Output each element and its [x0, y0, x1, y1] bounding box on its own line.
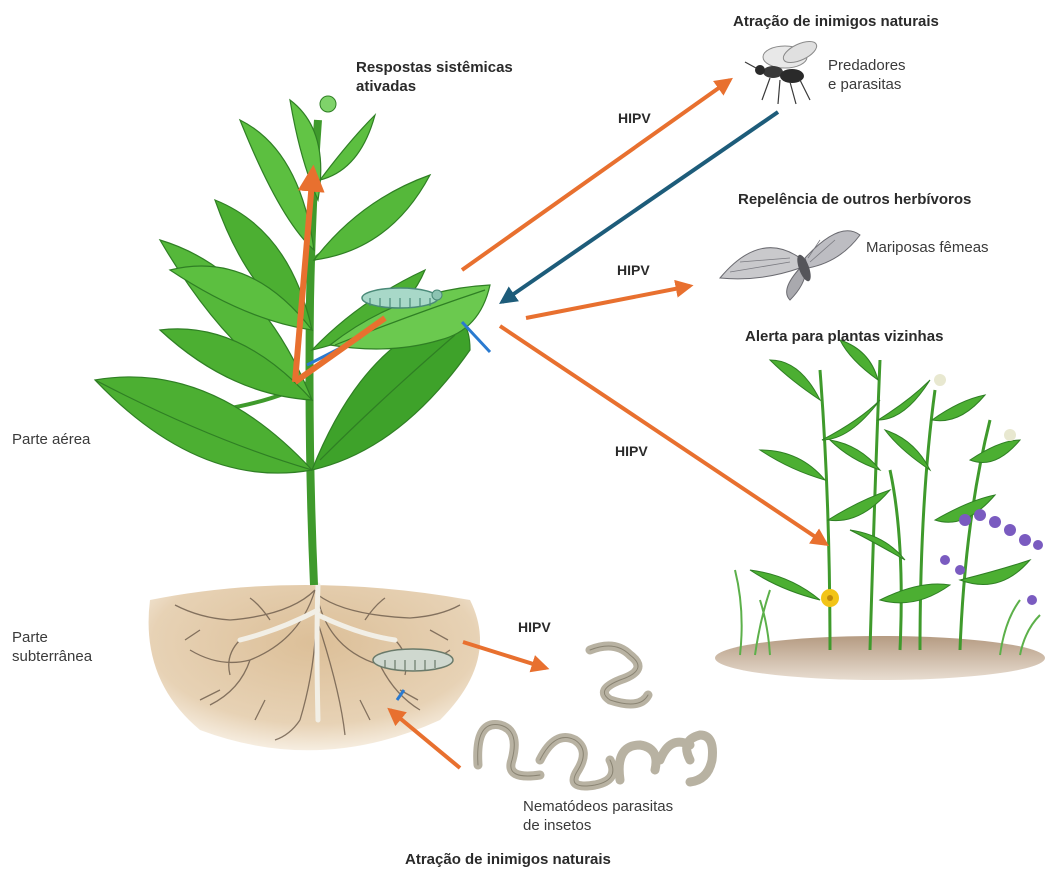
aerial-part-label: Parte aérea	[12, 430, 90, 449]
neighbor-plants	[715, 340, 1045, 680]
caterpillar-icon	[362, 288, 442, 308]
wasp-icon	[745, 37, 820, 104]
moth-icon	[720, 231, 860, 300]
moths-label: Mariposas fêmeas	[866, 238, 989, 257]
systemic-responses-label: Respostas sistêmicas ativadas	[356, 58, 513, 96]
yellow-flower-icon	[821, 589, 839, 607]
hipv-label-1: HIPV	[618, 110, 651, 126]
nematodes-label: Nematódeos parasitas de insetos	[523, 797, 673, 835]
repellence-label: Repelência de outros herbívoros	[738, 190, 971, 209]
hipv-arrow-neighbors	[500, 326, 826, 544]
predators-label: Predadores e parasitas	[828, 56, 906, 94]
attraction-bottom-label: Atração de inimigos naturais	[405, 850, 611, 869]
hipv-label-3: HIPV	[615, 443, 648, 459]
hipv-arrow-moths	[526, 286, 690, 318]
hipv-label-4: HIPV	[518, 619, 551, 635]
underground-part-label: Parte subterrânea	[12, 628, 92, 666]
hipv-label-2: HIPV	[617, 262, 650, 278]
alert-label: Alerta para plantas vizinhas	[745, 327, 943, 346]
attraction-top-label: Atração de inimigos naturais	[733, 12, 939, 31]
plant-leaves	[95, 100, 490, 473]
caterpillar-underground-icon	[373, 649, 453, 671]
plant-bud	[320, 96, 336, 112]
nematode-icon	[478, 646, 713, 786]
